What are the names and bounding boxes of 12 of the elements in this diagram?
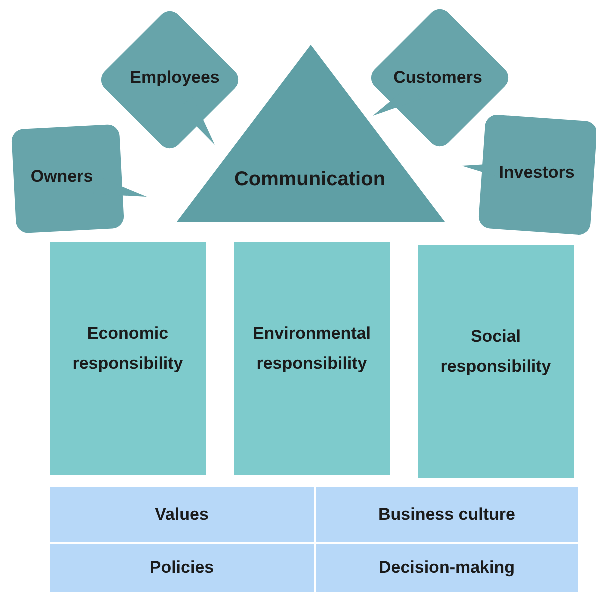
bubble-label: Customers xyxy=(394,68,482,88)
triangle-label: Communication xyxy=(234,168,386,192)
foundation-block: Values xyxy=(50,487,314,542)
foundation-block: Business culture xyxy=(316,487,578,542)
pillar: Economic responsibility xyxy=(50,242,206,475)
foundation-block: Policies xyxy=(50,544,314,592)
bubble-label: Employees xyxy=(130,68,220,88)
bubble-label: Investors xyxy=(499,163,575,183)
foundation-block: Decision-making xyxy=(316,544,578,592)
pillar: Social responsibility xyxy=(418,245,574,478)
bubble-label: Owners xyxy=(30,167,94,187)
pillar: Environmental responsibility xyxy=(234,242,390,475)
